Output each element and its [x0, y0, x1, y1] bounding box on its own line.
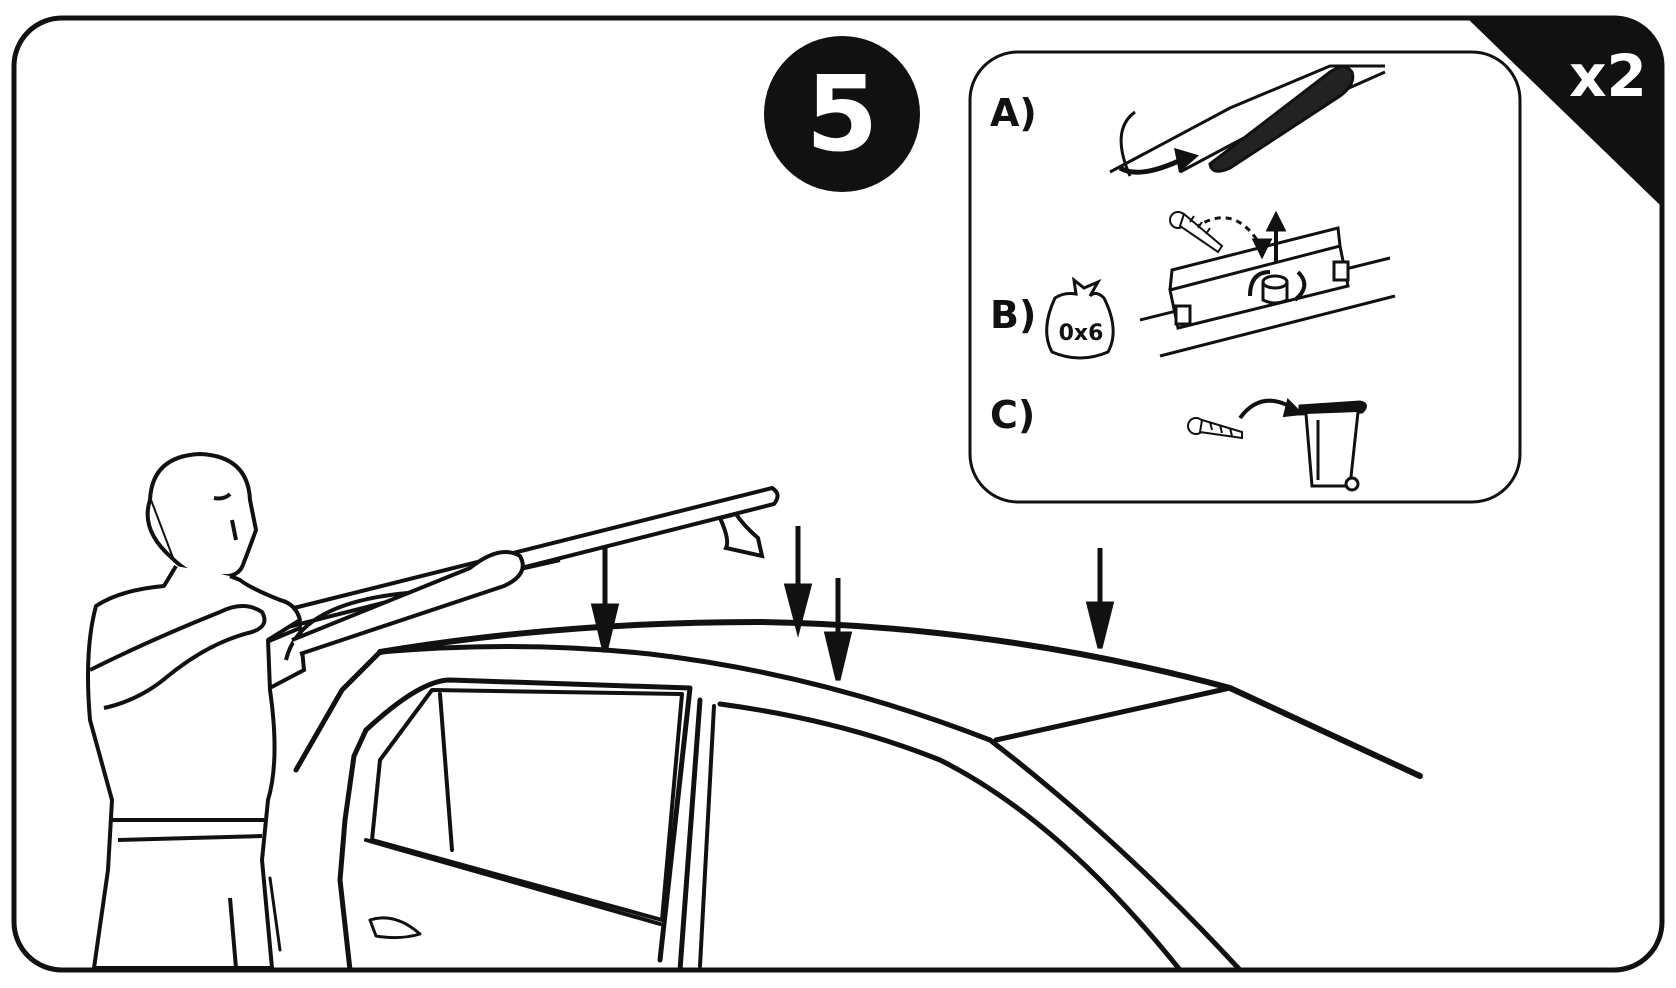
multiplier-badge: x2	[1468, 19, 1660, 205]
down-arrow-icon	[823, 578, 853, 681]
foot-clamp-illustration	[1139, 210, 1396, 358]
down-arrow-icon	[590, 548, 620, 653]
screw-discard-icon	[1187, 417, 1243, 440]
car-illustration	[268, 619, 1423, 973]
bag-icon: 0x6	[1045, 276, 1115, 360]
down-arrow-icon	[783, 526, 813, 638]
arrow-to-bin-icon	[1238, 398, 1305, 420]
step-b-label: B)	[990, 293, 1036, 337]
screw-icon	[1169, 211, 1224, 254]
bag-quantity: 0x6	[1059, 321, 1104, 346]
end-cap-illustration	[1109, 64, 1386, 177]
step-a-label: A)	[990, 91, 1037, 135]
position-arrows	[590, 526, 1115, 681]
down-arrow-icon	[1085, 548, 1115, 649]
person-illustration	[86, 452, 525, 970]
step-number-badge: 5	[764, 36, 920, 192]
step-c-label: C)	[990, 393, 1035, 437]
multiplier-text: x2	[1569, 42, 1647, 110]
trash-bin-icon	[1298, 400, 1367, 492]
step-number: 5	[806, 53, 878, 175]
inset-panel: A) B) C) 0x6	[968, 50, 1522, 504]
